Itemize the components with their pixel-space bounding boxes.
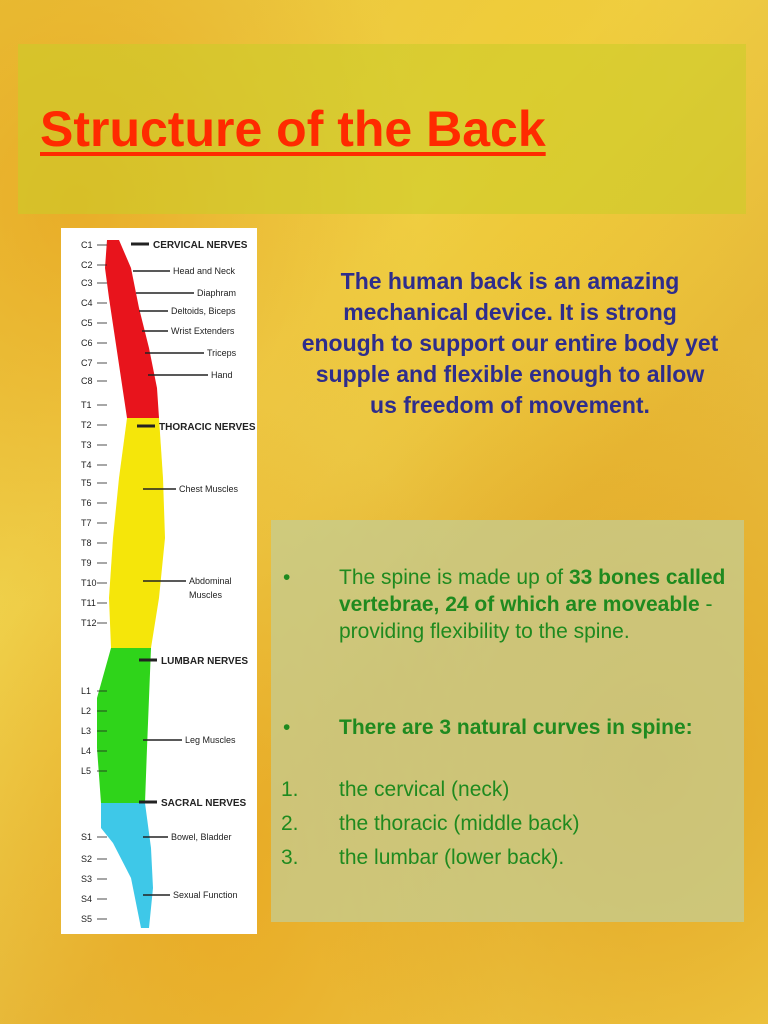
bullet-text-part: - providing flexibility to the spine.: [339, 593, 713, 643]
vertebra-label: C5: [81, 318, 93, 328]
vertebra-label: L1: [81, 686, 91, 696]
vertebra-label: C1: [81, 240, 93, 250]
sacral-segment: [101, 803, 153, 928]
vertebra-label: T11: [81, 598, 96, 608]
nerve-lines: [97, 242, 208, 920]
vertebra-label: C3: [81, 278, 93, 288]
vertebra-label: T1: [81, 400, 92, 410]
vertebra-label: T2: [81, 420, 92, 430]
vertebra-label: T6: [81, 498, 92, 508]
section-labels: CERVICAL NERVES THORACIC NERVES LUMBAR NER…: [153, 240, 256, 809]
function-label: Diaphram: [197, 288, 236, 298]
function-label: Head and Neck: [173, 266, 236, 276]
cervical-segment: [105, 240, 159, 418]
vertebra-label: L2: [81, 706, 91, 716]
vertebra-label: T12: [81, 618, 97, 628]
function-label: Bowel, Bladder: [171, 832, 232, 842]
section-label: CERVICAL NERVES: [153, 240, 248, 251]
section-label: THORACIC NERVES: [159, 422, 256, 433]
vertebra-label: T8: [81, 538, 92, 548]
vertebra-label: C2: [81, 260, 93, 270]
vertebra-label: L4: [81, 746, 91, 756]
bullet-mark: •: [283, 566, 291, 589]
vertebra-label: T9: [81, 558, 92, 568]
list-text: the cervical (neck): [339, 778, 510, 801]
vertebra-label: C6: [81, 338, 93, 348]
vertebra-label: S4: [81, 894, 92, 904]
vertebra-label: T7: [81, 518, 92, 528]
function-label: Leg Muscles: [185, 735, 236, 745]
function-label: Wrist Extenders: [171, 326, 235, 336]
vertebra-label: T4: [81, 460, 92, 470]
section-label: LUMBAR NERVES: [161, 656, 248, 667]
vertebra-label: T10: [81, 578, 97, 588]
list-text: the lumbar (lower back).: [339, 846, 565, 869]
bullet-text-part: The spine is made up of: [339, 566, 569, 589]
function-label: Sexual Function: [173, 890, 238, 900]
list-text: the thoracic (middle back): [339, 812, 580, 835]
vertebra-label: S1: [81, 832, 92, 842]
thoracic-segment: [109, 418, 165, 648]
vertebra-label: L3: [81, 726, 91, 736]
bullet-text: There are 3 natural curves in spine:: [339, 716, 693, 739]
list-number: 1.: [281, 778, 299, 801]
spine-svg: C1C2C3C4C5C6C7C8T1T2T3T4T5T6T7T8T9T10T11…: [81, 240, 256, 928]
function-label: Deltoids, Biceps: [171, 306, 236, 316]
title-band: [18, 44, 746, 214]
bullet-text-bold: 33 bones called vertebrae, 24 of which a…: [339, 566, 726, 616]
vertebra-label: C4: [81, 298, 93, 308]
lumbar-segment: [97, 648, 151, 803]
function-label: Chest Muscles: [179, 484, 239, 494]
slide-title: Structure of the Back: [40, 101, 546, 157]
vertebra-label: C8: [81, 376, 93, 386]
section-label: SACRAL NERVES: [161, 798, 247, 809]
function-label: Triceps: [207, 348, 237, 358]
function-label: Hand: [211, 370, 233, 380]
vertebra-label: T3: [81, 440, 92, 450]
vertebra-label: T5: [81, 478, 92, 488]
list-number: 2.: [281, 812, 299, 835]
function-label: Muscles: [189, 590, 223, 600]
vertebra-label: L5: [81, 766, 91, 776]
vertebra-label: C7: [81, 358, 93, 368]
bullet-text: The spine is made up of 33 bones called …: [339, 564, 739, 645]
list-number: 3.: [281, 846, 299, 869]
vertebra-label: S5: [81, 914, 92, 924]
function-label: Abdominal: [189, 576, 232, 586]
content-panel: • The spine is made up of 33 bones calle…: [271, 520, 744, 922]
vertebra-label: S2: [81, 854, 92, 864]
vertebra-labels: C1C2C3C4C5C6C7C8T1T2T3T4T5T6T7T8T9T10T11…: [81, 240, 97, 924]
bullet-mark: •: [283, 716, 291, 739]
intro-paragraph: The human back is an amazing mechanical …: [301, 268, 719, 418]
vertebra-label: S3: [81, 874, 92, 884]
